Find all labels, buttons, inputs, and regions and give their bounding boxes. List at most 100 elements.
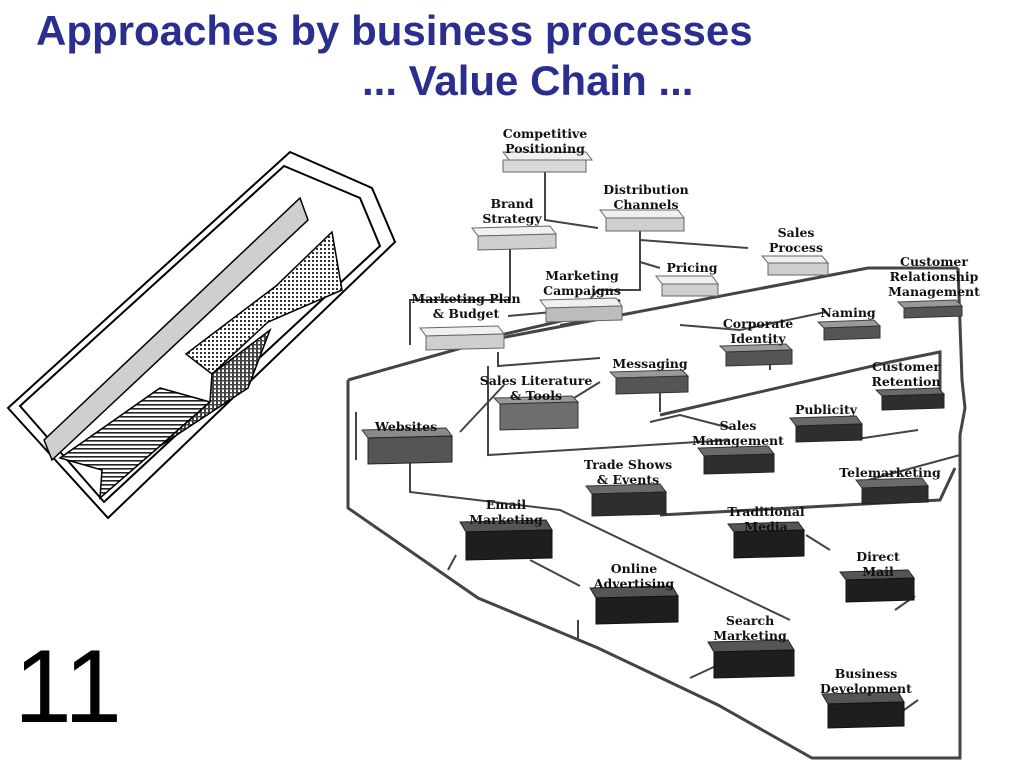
node-messaging: Messaging [608,356,690,395]
node-label-line: Publicity [795,402,858,417]
chevron-arrow-graphic [6,150,397,520]
node-label-line: Retention [871,374,940,389]
node-label-line: Search [726,613,774,628]
slide-title-line-2: ... Value Chain ... [362,57,694,104]
node-label-line: Strategy [482,211,542,226]
node-label-line: & Events [597,472,659,487]
svg-text:Messaging: Messaging [612,356,688,371]
node-label-line: Customer [900,254,968,269]
node-label-line: Channels [613,197,678,212]
node-label-line: Marketing [713,628,787,643]
node-label-line: Naming [820,305,876,320]
node-label-line: Development [820,681,912,696]
node-publicity: Publicity [789,402,863,443]
node-label-line: Messaging [612,356,688,371]
node-label-line: Campaigns [543,283,621,298]
node-label-line: Traditional [727,504,805,519]
node-label-line: Corporate [723,316,793,331]
node-label-line: Marketing Plan [411,291,520,306]
node-label-line: & Tools [510,388,562,403]
svg-text:Telemarketing: Telemarketing [839,465,941,480]
node-label-line: Email [486,497,527,512]
node-websites: Websites [361,419,453,465]
node-label-line: Advertising [593,576,675,591]
node-label-line: Marketing [545,268,619,283]
svg-text:Websites: Websites [374,419,437,434]
node-label-line: Management [692,433,784,448]
node-telemarketing: Telemarketing [839,465,941,505]
node-label-line: Customer [872,359,940,374]
slide-number: 11 [14,629,122,745]
connector-lines [346,155,967,760]
node-label-line: Competitive [503,126,588,141]
svg-text:Sales Literature& Tools: Sales Literature& Tools [480,373,593,403]
node-label-line: Online [611,561,658,576]
node-label-line: & Budget [433,306,500,321]
node-label-line: Trade Shows [584,457,672,472]
node-label-line: Websites [374,419,437,434]
svg-text:Marketing Plan& Budget: Marketing Plan& Budget [411,291,520,321]
node-label-line: Positioning [505,141,585,156]
node-label-line: Distribution [603,182,689,197]
node-label-line: Media [744,519,787,534]
svg-text:Naming: Naming [820,305,876,320]
node-label-line: Sales Literature [480,373,593,388]
node-label-line: Identity [730,331,786,346]
svg-text:Trade Shows& Events: Trade Shows& Events [584,457,672,487]
arrow-chevrons [43,196,343,500]
node-label-line: Marketing [469,512,543,527]
node-label-line: Relationship [890,269,979,284]
node-label-line: Brand [490,196,533,211]
node-sales-literature-tools: Sales Literature& Tools [480,373,593,431]
node-label-line: Mail [862,564,894,579]
slide-title-line-1: Approaches by business processes [36,7,753,54]
node-label-line: Telemarketing [839,465,941,480]
node-naming: Naming [816,305,882,341]
node-pricing: Pricing [655,260,719,297]
node-label-line: Management [888,284,980,299]
node-trade-shows-events: Trade Shows& Events [584,457,672,517]
node-label-line: Pricing [667,260,718,275]
svg-text:Pricing: Pricing [667,260,718,275]
slide-title: Approaches by business processes ... Val… [0,6,1024,106]
node-label-line: Direct [856,549,900,564]
node-label-line: Sales [720,418,757,433]
svg-text:Publicity: Publicity [795,402,858,417]
node-label-line: Process [769,240,823,255]
node-label-line: Business [835,666,898,681]
node-marketing-plan-budget: Marketing Plan& Budget [411,291,521,351]
node-label-line: Sales [778,225,815,240]
